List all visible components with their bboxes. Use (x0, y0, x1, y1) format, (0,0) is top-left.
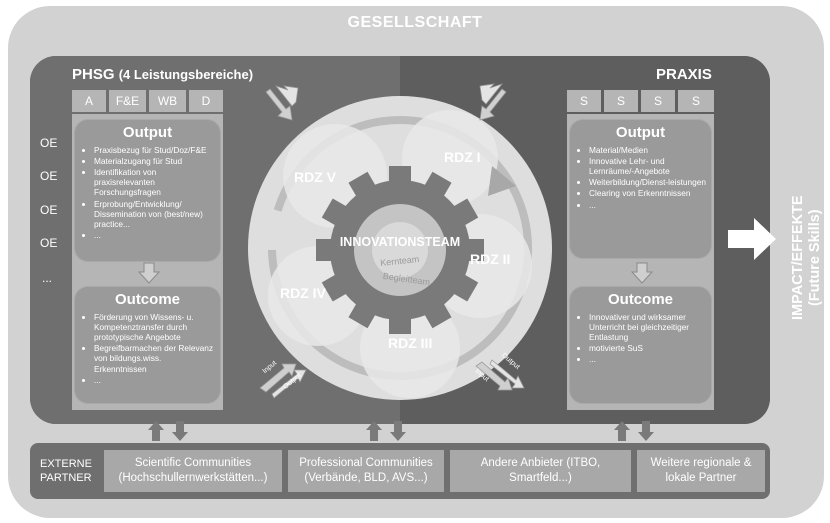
list-item: Clearing von Erkenntnissen (589, 188, 706, 198)
left-output-title: Output (122, 124, 173, 141)
bottom-right-exchange-arrows-icon (475, 359, 525, 391)
impact-label: IMPACT/EFFEKTE (Future Skills) (790, 195, 825, 320)
list-item: ... (589, 200, 706, 210)
impact-line-2: (Future Skills) (807, 209, 824, 307)
left-down-arrow-icon (138, 262, 160, 284)
innovation-team-label: INNOVATIONSTEAM (340, 235, 460, 249)
top-left-exchange-arrows-icon (265, 85, 299, 121)
partner-box-text: Andere Anbieter (ITBO, Smartfeld...) (481, 456, 601, 486)
left-outcome-list: Förderung von Wissens- u. Kompetenztrans… (74, 312, 221, 385)
partner-box-text: Scientific Communities (Hochschullernwer… (119, 456, 268, 486)
external-partners-label: EXTERNE PARTNER (40, 458, 92, 486)
praxis-column-4: S (678, 90, 714, 112)
external-partners-label-line-2: PARTNER (40, 471, 92, 484)
partner-box-regional: Weitere regionale & lokale Partner (637, 450, 765, 492)
right-outcome-panel: Outcome Innovativer und wirksamer Unterr… (569, 286, 712, 404)
phsg-heading-text: PHSG (72, 66, 115, 83)
right-outcome-title: Outcome (607, 291, 673, 308)
partner-box-line-2: lokale Partner (665, 472, 737, 484)
list-item: ... (589, 354, 706, 364)
phsg-column-fe: F&E (109, 90, 146, 112)
impact-arrow-icon (728, 218, 776, 260)
right-outcome-list: Innovativer und wirksamer Unterricht bei… (569, 312, 712, 365)
rdz-1-label: RDZ I (444, 149, 481, 165)
rdz-3-label: RDZ III (388, 335, 432, 351)
left-output-list: Praxisbezug für Stud/Doz/F&E Materialzug… (74, 145, 221, 240)
partner-box-scientific: Scientific Communities (Hochschullernwer… (104, 450, 282, 492)
phsg-column-a: A (72, 90, 106, 112)
core-team-label: Kernteam (380, 254, 420, 268)
praxis-column-1: S (567, 90, 601, 112)
partner-box-text: Weitere regionale & lokale Partner (651, 456, 752, 486)
praxis-column-3: S (641, 90, 675, 112)
list-item: Material/Medien (589, 145, 706, 155)
list-item: Innovativer und wirksamer Unterricht bei… (589, 312, 706, 342)
partner-box-line-1: Andere Anbieter (ITBO, (480, 457, 601, 470)
cycle-arrowhead-icon (488, 166, 516, 196)
list-item: Begreifbarmachen der Relevanz von bildun… (94, 343, 215, 373)
right-updown-arrows-icon (614, 421, 654, 441)
phsg-column-d: D (189, 90, 223, 112)
external-partners-label-line-1: EXTERNE (40, 458, 92, 470)
partner-box-line-2: (Verbände, BLD, AVS...) (304, 472, 428, 484)
rdz-2-label: RDZ II (470, 251, 510, 267)
left-updown-arrows-icon (148, 421, 188, 441)
list-item: Weiterbildung/Dienst-leistungen (589, 177, 706, 187)
praxis-column-2: S (604, 90, 638, 112)
oe-label-1: OE (40, 136, 58, 150)
list-item: Förderung von Wissens- u. Kompetenztrans… (94, 312, 215, 342)
oe-label-3: OE (40, 203, 58, 217)
partner-box-line-1: Scientific Communities (134, 457, 252, 470)
impact-line-1: IMPACT/EFFEKTE (790, 195, 806, 320)
list-item: Materialzugang für Stud (94, 156, 215, 166)
right-output-title: Output (615, 124, 666, 141)
right-output-panel: Output Material/Medien Innovative Lehr- … (569, 119, 712, 259)
rdz-cycle-diagram: INNOVATIONSTEAM Kernteam Begleitteam RDZ… (248, 96, 552, 400)
partner-box-other-providers: Andere Anbieter (ITBO, Smartfeld...) (450, 450, 631, 492)
partner-box-line-2: Smartfeld...) (509, 472, 572, 484)
partner-box-line-1: Professional Communities (299, 457, 433, 470)
list-item: Praxisbezug für Stud/Doz/F&E (94, 145, 215, 155)
rdz-5-label: RDZ V (294, 169, 337, 185)
list-item: Identifikation von praxisrelevanten Fors… (94, 167, 215, 197)
partner-box-line-1: Weitere regionale & (650, 457, 752, 470)
phsg-heading: PHSG (4 Leistungsbereiche) (72, 66, 253, 83)
list-item: ... (94, 230, 215, 240)
phsg-subheading: (4 Leistungsbereiche) (118, 67, 254, 82)
top-right-exchange-arrows-icon (479, 83, 507, 121)
left-outcome-panel: Outcome Förderung von Wissens- u. Kompet… (74, 286, 221, 404)
society-title: GESELLSCHAFT (347, 14, 483, 31)
center-updown-arrows-icon (366, 421, 406, 441)
partner-box-text: Professional Communities (Verbände, BLD,… (299, 456, 433, 486)
praxis-heading: PRAXIS (656, 66, 712, 83)
phsg-column-wb: WB (149, 90, 186, 112)
partner-box-professional: Professional Communities (Verbände, BLD,… (288, 450, 444, 492)
oe-label-2: OE (40, 169, 58, 183)
partner-box-line-2: (Hochschullernwerkstätten...) (118, 472, 268, 484)
left-output-panel: Output Praxisbezug für Stud/Doz/F&E Mate… (74, 119, 221, 262)
rdz-4-label: RDZ IV (280, 285, 327, 301)
list-item: Innovative Lehr- und Lernräume/-Angebote (589, 156, 706, 176)
gear-icon (316, 166, 484, 334)
oe-label-ellipsis: ... (42, 271, 53, 285)
list-item: ... (94, 375, 215, 385)
list-item: motivierte SuS (589, 343, 706, 353)
right-down-arrow-icon (631, 262, 653, 284)
right-output-list: Material/Medien Innovative Lehr- und Ler… (569, 145, 712, 210)
list-item: Erprobung/Entwicklung/ Dissemination von… (94, 199, 215, 229)
left-outcome-title: Outcome (114, 291, 180, 308)
oe-label-4: OE (40, 236, 58, 250)
bottom-left-exchange-arrows-icon (259, 363, 307, 399)
